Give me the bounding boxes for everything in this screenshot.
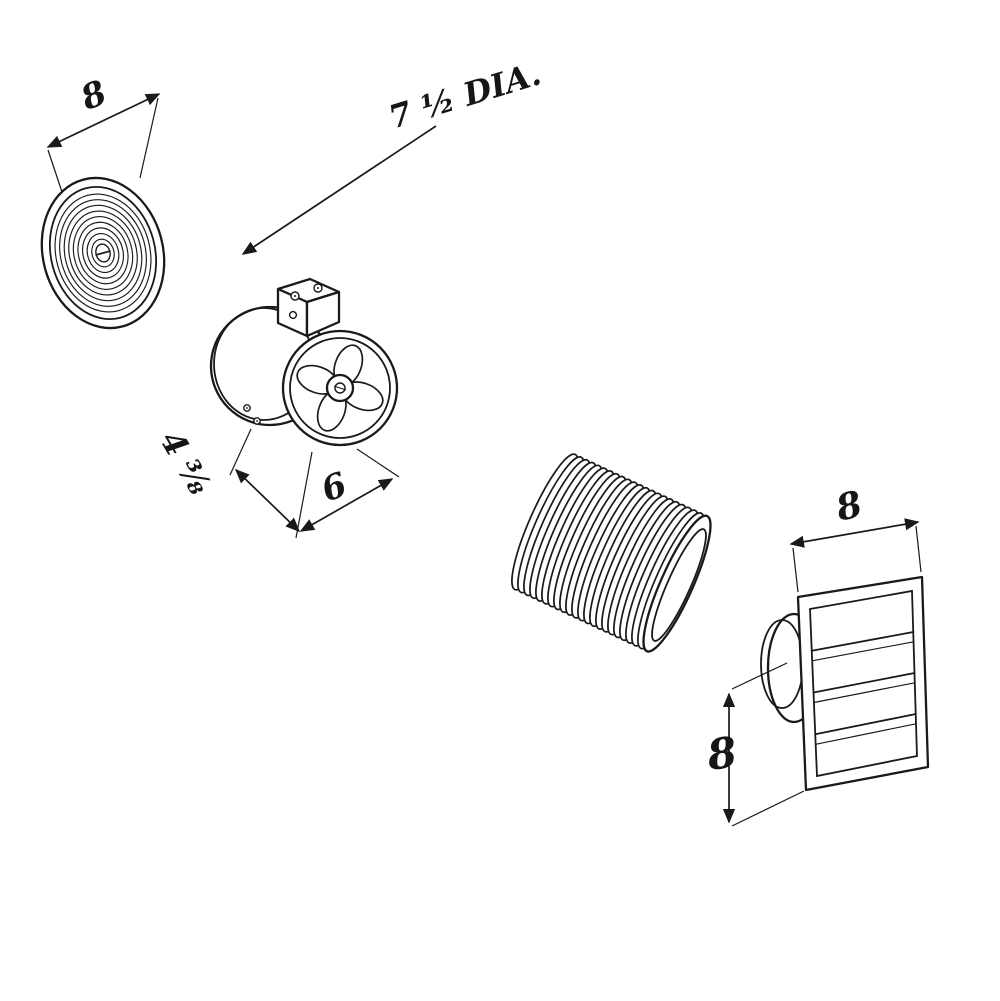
dimension-line [789, 518, 920, 548]
fan-depth-label: 6 [316, 465, 352, 511]
grille-width-dimension: 8 [46, 73, 161, 193]
grille-width-label: 8 [74, 73, 112, 119]
interior-grille: 8 [40, 73, 166, 330]
grille-ring [82, 227, 124, 279]
extension-line [139, 97, 159, 179]
junction-box-side [305, 290, 341, 338]
screw-dot [317, 287, 319, 289]
fan-diameter-dimension: 7 ½ DIA. [241, 54, 545, 255]
screw-slot [95, 250, 111, 256]
box-screw [288, 310, 298, 320]
grille-ring [68, 210, 138, 296]
hood-height-dimension: 8 [703, 662, 805, 827]
fan-blades [296, 344, 384, 432]
hood-width-label: 8 [831, 483, 866, 530]
extension-line [295, 451, 313, 539]
fan-diameter-label: 7 ½ DIA. [384, 54, 545, 136]
louver [813, 682, 915, 704]
hood-width-dimension: 8 [789, 483, 922, 593]
flexible-duct [511, 453, 712, 653]
extension-line [356, 448, 400, 478]
hood-frame-inner [809, 589, 918, 778]
grille-ring [59, 199, 147, 307]
extension-line [792, 547, 799, 593]
louver [815, 723, 917, 745]
screw-dot [256, 420, 258, 422]
louver [812, 641, 914, 662]
grille-ring [86, 232, 120, 274]
dimension-line [46, 93, 161, 148]
extension-line [47, 149, 63, 193]
screw-dot [294, 295, 296, 297]
leader-line [241, 125, 437, 255]
grille-ring [72, 216, 134, 290]
fan-front-inner-ring [289, 337, 391, 439]
extension-line [915, 525, 922, 573]
duct-end-rim [642, 514, 712, 653]
fan-height-dimension: 4 ⅜ [152, 424, 313, 539]
louver [812, 672, 916, 694]
fan-depth-dimension: 6 [299, 448, 400, 532]
screw-dot [246, 407, 248, 409]
junction-box [276, 277, 341, 338]
extension-line [731, 662, 788, 690]
grille-ring [63, 204, 143, 302]
grille-ring [77, 221, 129, 285]
fan-unit: 7 ½ DIA. 4 ⅜ 6 [152, 54, 545, 539]
grille-ring [54, 193, 152, 313]
louver [810, 631, 915, 652]
extension-line [731, 790, 805, 827]
fan-height-label: 4 ⅜ [152, 424, 218, 501]
extension-line [229, 428, 252, 476]
hood-louvers [810, 631, 917, 745]
dimension-line [234, 468, 301, 533]
hub-screw-slot [333, 385, 347, 391]
exterior-hood: 8 8 [703, 483, 930, 827]
louver [814, 713, 917, 736]
duct-opening [651, 528, 707, 642]
hood-height-label: 8 [703, 727, 740, 780]
dimension-line [299, 478, 394, 532]
grille-inner-rim [48, 185, 158, 321]
grille-ring [91, 238, 115, 268]
